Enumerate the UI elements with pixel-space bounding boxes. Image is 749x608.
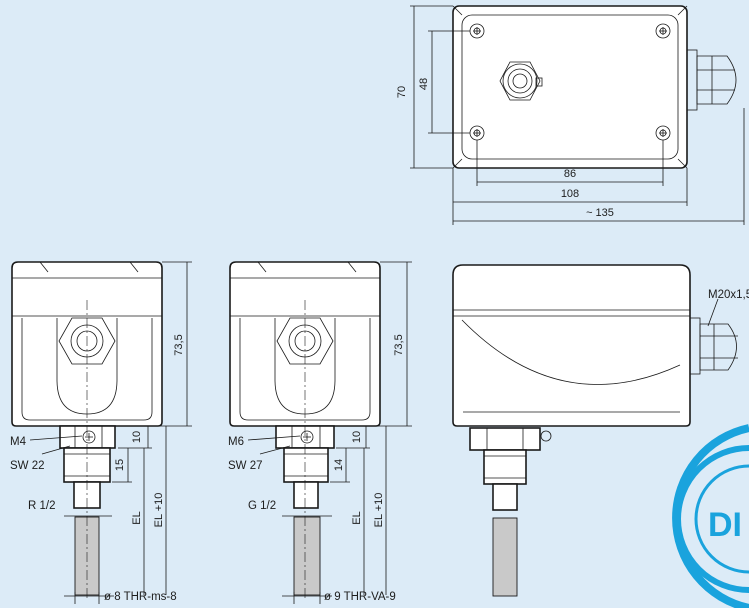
probe-rod bbox=[492, 517, 518, 597]
front-view-left: 73,5 10 15 EL EL +10 M4 SW 22 R 1/2 ø 8 … bbox=[10, 261, 192, 604]
cable-gland-icon bbox=[689, 317, 738, 375]
label-m4: M4 bbox=[10, 436, 27, 448]
label-r12: R 1/2 bbox=[28, 500, 56, 512]
front-view-middle: 73,5 10 14 EL EL +10 M6 SW 27 G 1/2 ø 9 … bbox=[228, 261, 412, 604]
brand-logo: DI bbox=[672, 424, 749, 608]
dim-el: EL bbox=[131, 511, 143, 524]
dim-108: 108 bbox=[561, 188, 579, 200]
dim-70: 70 bbox=[396, 86, 408, 98]
dim-73-5: 73,5 bbox=[393, 334, 405, 355]
label-sw27: SW 27 bbox=[228, 460, 263, 472]
dim-10: 10 bbox=[131, 431, 143, 443]
dim-135: ~ 135 bbox=[586, 207, 614, 219]
cable-gland-icon bbox=[686, 49, 737, 111]
dim-el: EL bbox=[351, 511, 363, 524]
label-sw22: SW 22 bbox=[10, 460, 45, 472]
dim-48: 48 bbox=[418, 78, 430, 90]
top-view: 70 48 86 108 ~ 135 bbox=[396, 5, 745, 225]
dim-73-5: 73,5 bbox=[173, 334, 185, 355]
screw-icon bbox=[540, 430, 552, 442]
logo-text: DI bbox=[708, 506, 742, 544]
label-m20: M20x1,5 bbox=[708, 289, 749, 301]
label-rod-left: ø 8 THR-ms-8 bbox=[104, 591, 177, 603]
dim-el-10: EL +10 bbox=[373, 493, 385, 528]
dim-el-10: EL +10 bbox=[153, 493, 165, 528]
sensor-hex-icon bbox=[499, 61, 543, 101]
screw-icon bbox=[82, 430, 96, 444]
probe-rod bbox=[293, 516, 321, 596]
screw-icon bbox=[655, 23, 671, 39]
label-g12: G 1/2 bbox=[248, 500, 276, 512]
side-view: M20x1,5 bbox=[452, 264, 749, 597]
dim-14: 14 bbox=[333, 459, 345, 471]
dim-10: 10 bbox=[351, 431, 363, 443]
dim-86: 86 bbox=[564, 168, 576, 180]
label-rod-middle: ø 9 THR-VA-9 bbox=[324, 591, 396, 603]
dim-15: 15 bbox=[114, 459, 126, 471]
screw-icon bbox=[300, 430, 314, 444]
label-m6: M6 bbox=[228, 436, 244, 448]
